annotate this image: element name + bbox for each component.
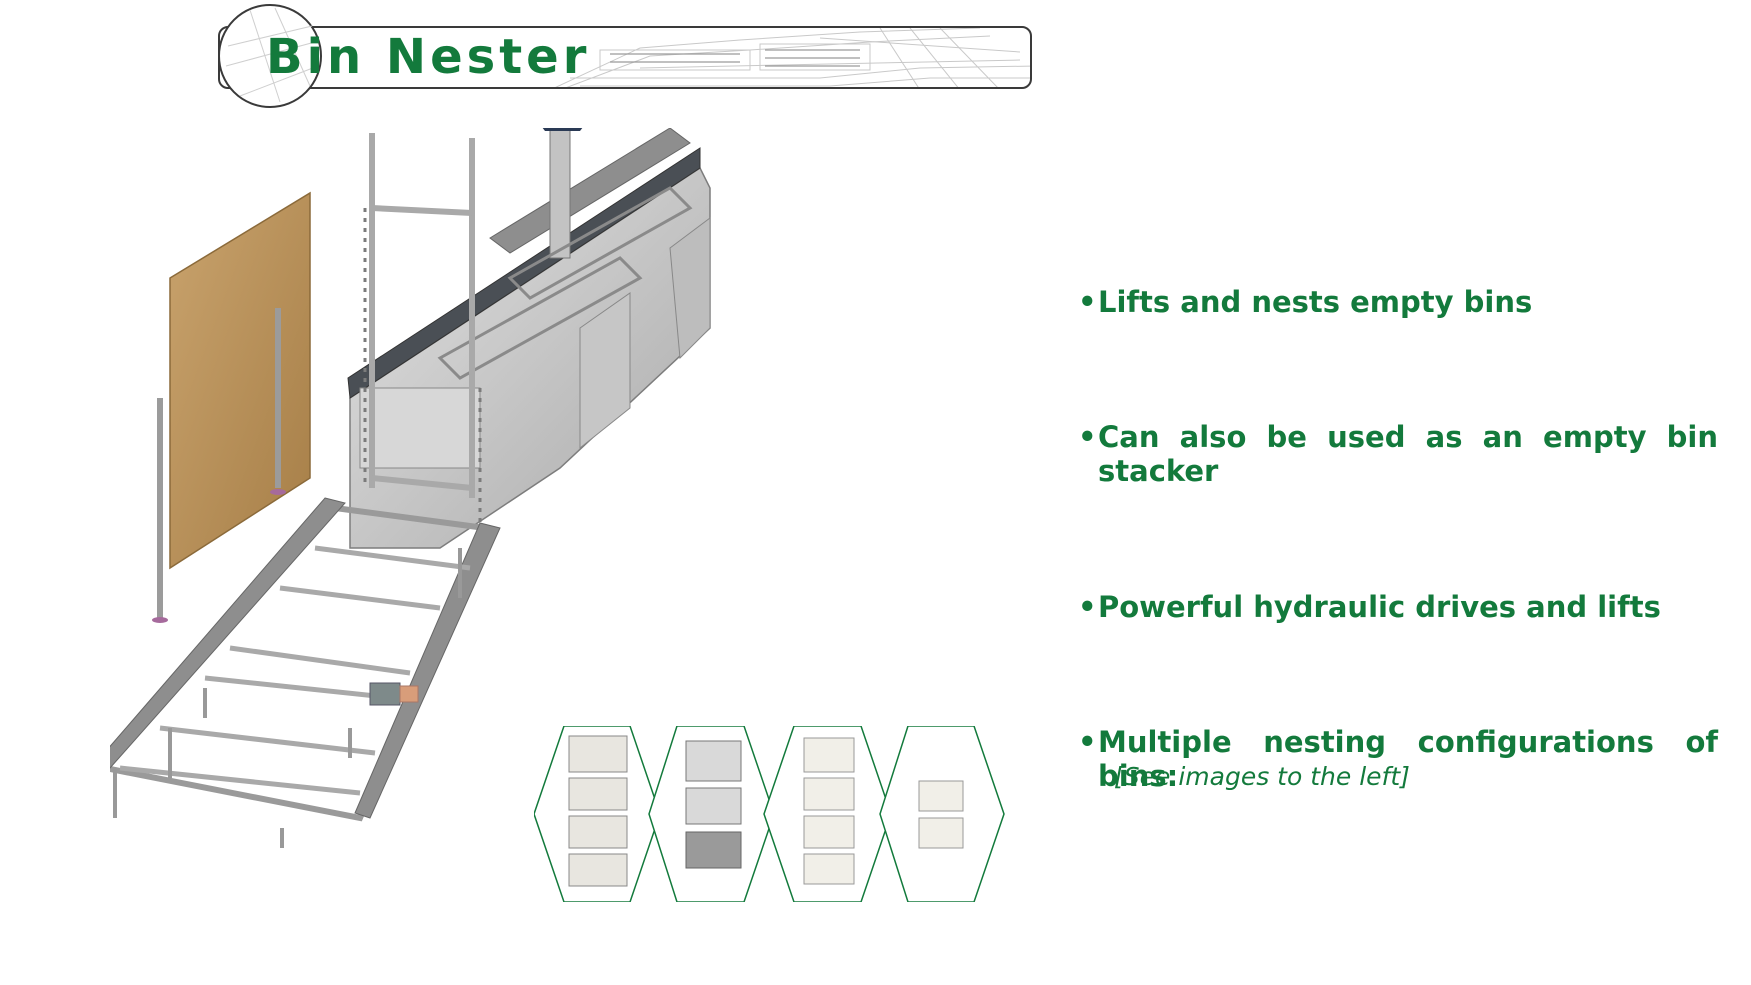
bullet-item: • Multiple nesting configurations of bin… bbox=[1078, 725, 1718, 793]
bullet-text: Lifts and nests empty bins bbox=[1098, 285, 1533, 319]
bin-stack-four-open bbox=[534, 726, 661, 902]
emblem-sketch bbox=[225, 7, 319, 103]
title-banner bbox=[218, 26, 1032, 89]
bullet-marker: • bbox=[1078, 420, 1097, 454]
title-circle-emblem bbox=[218, 4, 322, 108]
bullet-note: [See images to the left] bbox=[1114, 762, 1410, 791]
bullet-text: Can also be used as an empty bin stacker bbox=[1098, 420, 1718, 488]
bullet-text: Powerful hydraulic drives and lifts bbox=[1098, 590, 1661, 624]
slide-title: Bin Nester bbox=[266, 29, 591, 85]
title-sketch-background bbox=[555, 28, 1030, 87]
bullet-item: • Powerful hydraulic drives and lifts bbox=[1078, 590, 1718, 624]
bin-stack-two-small bbox=[879, 726, 1005, 902]
bin-nester-machine-illustration bbox=[110, 128, 711, 848]
bullet-marker: • bbox=[1078, 725, 1097, 759]
board-panel bbox=[152, 191, 311, 623]
bin-configurations-strip bbox=[534, 726, 1005, 902]
bullet-marker: • bbox=[1078, 285, 1097, 319]
conveyor bbox=[110, 497, 501, 848]
bullet-item: • Can also be used as an empty bin stack… bbox=[1078, 420, 1718, 488]
bullet-marker: • bbox=[1078, 590, 1097, 624]
lift-frame bbox=[363, 133, 482, 548]
machine-body bbox=[347, 128, 711, 549]
bullet-item: • Lifts and nests empty bins bbox=[1078, 285, 1718, 319]
bin-stack-four-white bbox=[763, 726, 892, 902]
bin-stack-three-lid bbox=[648, 726, 775, 902]
bullet-text: Multiple nesting configurations of bins: bbox=[1098, 725, 1718, 793]
